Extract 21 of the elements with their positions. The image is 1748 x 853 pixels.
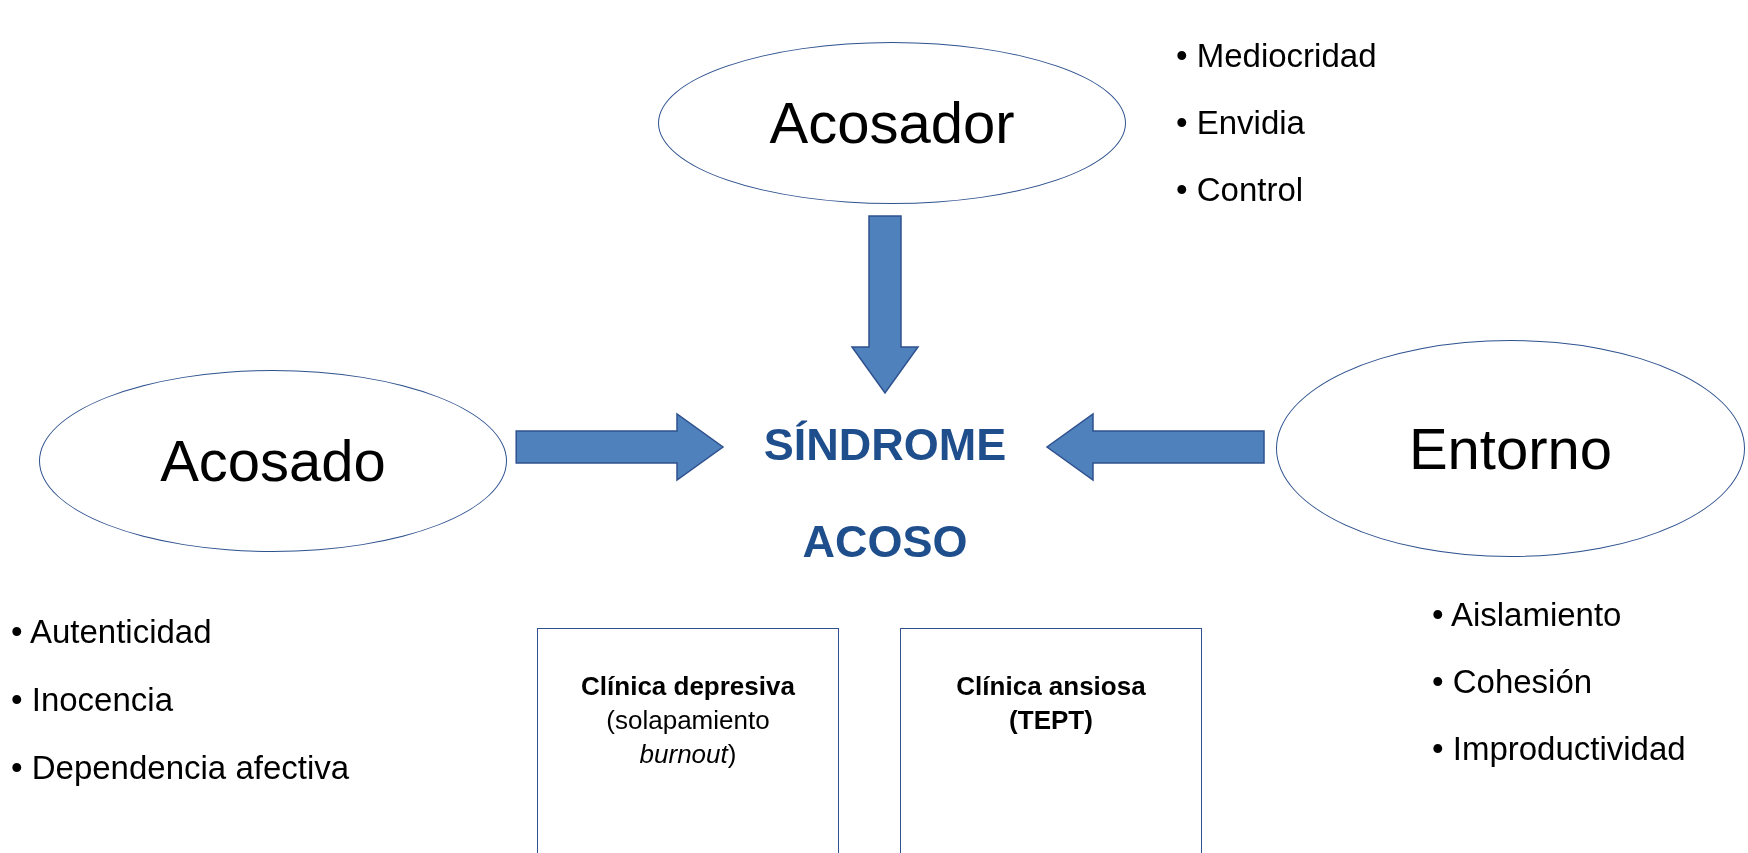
text-box [900, 628, 1202, 853]
box-heading: Clínica ansiosa (TEPT) [955, 670, 1147, 737]
bullet-item: • Envidia [1176, 103, 1306, 143]
block-arrow [850, 215, 920, 395]
node-label: Acosado [160, 432, 386, 490]
bullet-item: • Aislamiento [1432, 595, 1623, 635]
block-arrow [515, 412, 725, 482]
box-heading: Clínica depresiva [581, 670, 795, 703]
bullet-item: • Control [1176, 170, 1305, 210]
node-label: Entorno [1408, 419, 1613, 478]
bullet-item: • Dependencia afectiva [11, 748, 350, 788]
bullet-item: • Autenticidad [11, 612, 213, 652]
bullet-item: • Cohesión [1432, 662, 1594, 702]
block-arrow [1045, 412, 1265, 482]
node-label: Acosador [769, 94, 1015, 152]
box-text: (solapamiento burnout) [605, 704, 771, 771]
bullet-item: • Mediocridad [1176, 36, 1377, 76]
center-title: SÍNDROME ACOSO [735, 405, 1035, 580]
bullet-item: • Inocencia [11, 680, 174, 720]
text-box [537, 628, 839, 853]
bullet-item: • Improductividad [1432, 729, 1686, 769]
